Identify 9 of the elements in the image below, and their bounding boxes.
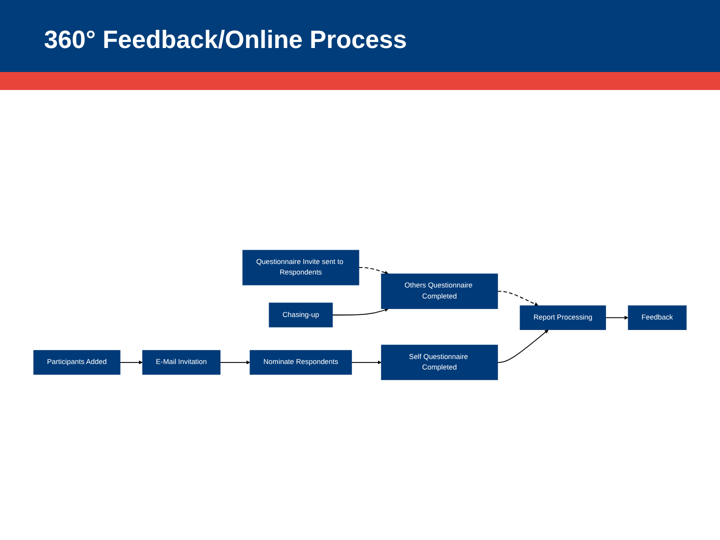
arrow: [497, 290, 538, 306]
arrow: [605, 316, 628, 320]
arrow: [220, 360, 250, 364]
arrow: [497, 330, 548, 363]
arrow: [358, 267, 389, 275]
title: 360° Feedback/Online Process: [44, 26, 407, 55]
arrow: [120, 360, 143, 364]
arrow: [332, 308, 389, 316]
arrow: [351, 360, 382, 364]
